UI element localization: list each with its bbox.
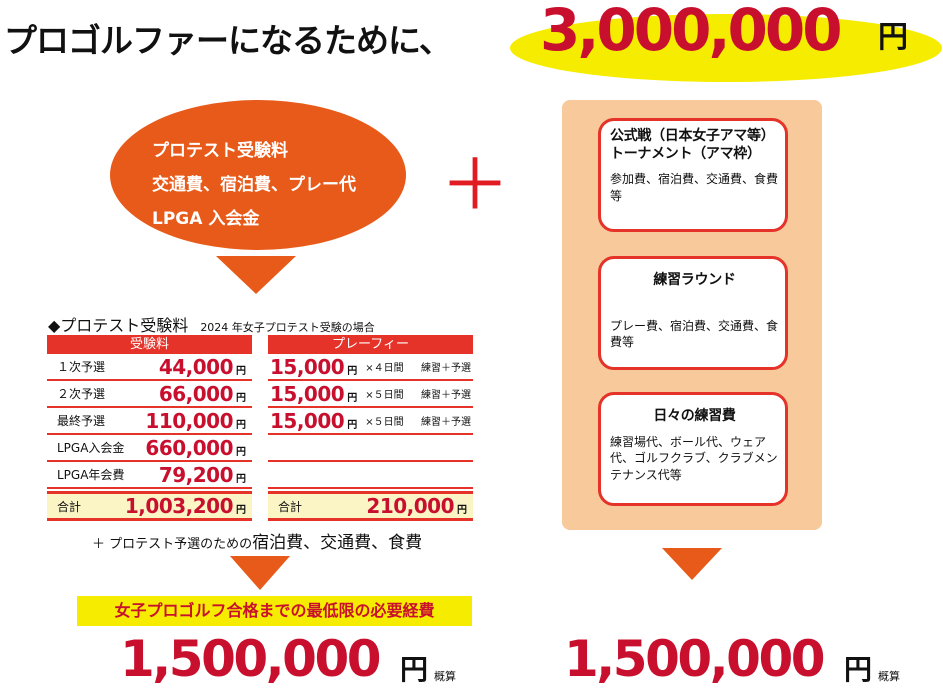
row-label: LPGA入会金 <box>57 441 125 455</box>
row-amount: 66,000 <box>158 381 234 406</box>
row-amount: 15,000 <box>270 381 345 406</box>
row-note: 練習＋予選 <box>421 363 471 374</box>
right-total-amount: 1,500,000 <box>564 630 826 688</box>
plus-icon: ＋ <box>440 144 510 226</box>
headline-amount: 3,000,000 <box>540 0 843 64</box>
section-subtitle: 2024 年女子プロテスト受験の場合 <box>200 321 375 334</box>
table-header: 受験料 <box>47 335 252 354</box>
table-header: プレーフィー <box>268 335 473 354</box>
right-total-note: 概算 <box>878 670 900 683</box>
row-amount: 79,200 <box>158 462 234 487</box>
row-label: 最終予選 <box>57 414 106 428</box>
row-label: LPGA年会費 <box>57 468 125 482</box>
total-label: 合計 <box>278 499 303 514</box>
extra-costs: ＋ プロテスト予選のための宿泊費、交通費、食費 <box>92 528 422 553</box>
row-amount: 15,000 <box>270 354 345 379</box>
total-amount: 1,003,200 <box>124 494 234 518</box>
card-tournament: 公式戦（日本女子アマ等）トーナメント（アマ枠） 参加費、宿泊費、交通費、食費等 <box>598 118 788 232</box>
row-unit: 円 <box>347 419 358 431</box>
card-body: 参加費、宿泊費、交通費、食費等 <box>610 172 779 203</box>
extra-main: 宿泊費、交通費、食費 <box>252 533 423 553</box>
total-label: 合計 <box>57 499 82 514</box>
table-row-empty <box>268 462 473 489</box>
extra-prefix: ＋ プロテスト予選のための <box>92 537 253 552</box>
row-amount: 110,000 <box>145 408 233 433</box>
costs-oval: プロテスト受験料 交通費、宿泊費、プレー代 LPGA 入会金 <box>110 100 406 250</box>
left-total-amount: 1,500,000 <box>120 630 382 688</box>
arrow-down-icon <box>216 256 296 294</box>
row-days: ×４日間 <box>365 363 404 374</box>
total-amount: 210,000 <box>366 494 454 518</box>
row-unit: 円 <box>236 365 246 377</box>
row-amount: 15,000 <box>270 408 345 433</box>
row-unit: 円 <box>236 473 246 485</box>
row-label: ２次予選 <box>57 387 106 401</box>
row-unit: 円 <box>347 365 358 377</box>
row-note: 練習＋予選 <box>421 417 471 428</box>
card-title: 公式戦（日本女子アマ等）トーナメント（アマ枠） <box>610 128 775 162</box>
card-practice-round: 練習ラウンドプレー費、宿泊費、交通費、食費等 <box>598 256 788 370</box>
left-total-unit: 円 <box>400 653 429 686</box>
arrow-down-icon <box>230 556 290 590</box>
row-days: ×５日間 <box>365 417 404 428</box>
row-amount: 44,000 <box>158 354 234 379</box>
section-title: ◆プロテスト受験料 2024 年女子プロテスト受験の場合 <box>48 312 375 336</box>
oval-line: LPGA 入会金 <box>152 209 260 229</box>
oval-line: 交通費、宿泊費、プレー代 <box>152 175 356 195</box>
left-total-note: 概算 <box>434 670 456 683</box>
arrow-down-icon <box>662 548 722 580</box>
row-label: １次予選 <box>57 360 106 374</box>
row-amount: 660,000 <box>145 435 233 460</box>
headline-highlight <box>510 14 942 82</box>
row-days: ×５日間 <box>365 390 404 401</box>
headline-unit: 円 <box>878 20 908 55</box>
section-title-text: ◆プロテスト受験料 <box>48 316 189 335</box>
row-unit: 円 <box>236 392 246 404</box>
table-row-empty <box>268 435 473 462</box>
card-body: プレー費、宿泊費、交通費、食費等 <box>610 318 779 350</box>
row-unit: 円 <box>236 446 246 458</box>
total-unit: 円 <box>457 505 467 516</box>
headline-text: プロゴルファーになるために、 <box>4 21 452 60</box>
card-title: 練習ラウンド <box>653 272 736 288</box>
minimum-cost-label: 女子プロゴルフ合格までの最低限の必要経費 <box>77 596 472 626</box>
total-unit: 円 <box>236 505 246 516</box>
row-note: 練習＋予選 <box>421 390 471 401</box>
card-body: 練習場代、ボール代、ウェア代、ゴルフクラブ、クラブメンテナンス代等 <box>610 434 778 483</box>
row-unit: 円 <box>236 419 246 431</box>
card-daily-practice: 日々の練習費練習場代、ボール代、ウェア代、ゴルフクラブ、クラブメンテナンス代等 <box>598 392 788 506</box>
card-title: 日々の練習費 <box>653 408 736 424</box>
oval-line: プロテスト受験料 <box>152 141 288 161</box>
right-total-unit: 円 <box>844 653 873 686</box>
row-unit: 円 <box>347 392 358 404</box>
